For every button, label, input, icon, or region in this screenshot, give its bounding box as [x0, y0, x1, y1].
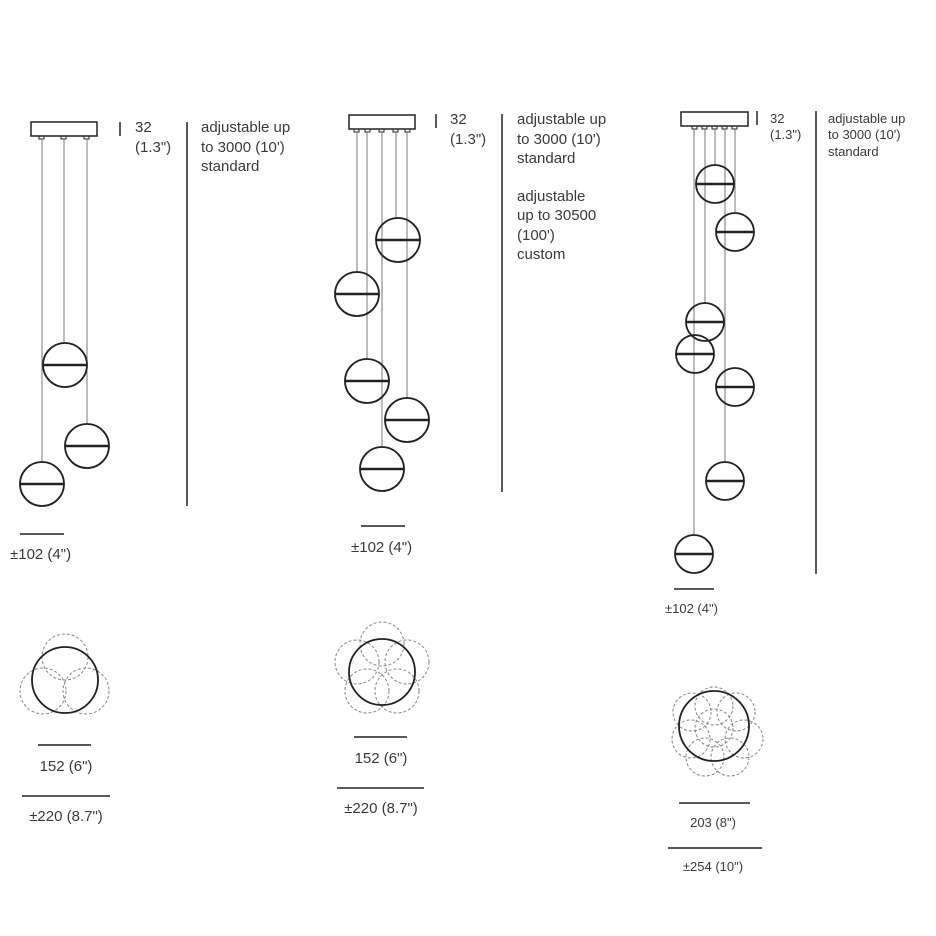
globe-pendant: [705, 461, 745, 501]
sphere-diameter-label: ±102 (4"): [10, 546, 72, 563]
canopy: [680, 111, 749, 127]
panel-1-plan: [19, 633, 110, 797]
panel-3-plan: [668, 686, 764, 849]
panel-2-elevation: [334, 114, 503, 527]
custom-text-line: (100'): [517, 227, 555, 244]
overall-diameter-label: ±220 (8.7"): [29, 808, 103, 825]
globe-pendant: [19, 461, 65, 507]
drop-text-line: to 3000 (10'): [201, 139, 285, 156]
globe-pendant: [715, 212, 755, 252]
suspension-cables: [693, 129, 736, 535]
custom-text-line: adjustable: [517, 188, 586, 205]
globe-pendant: [674, 534, 714, 574]
globe-pendant: [685, 302, 725, 342]
canopy: [348, 114, 416, 130]
canopy: [30, 121, 98, 137]
canopy-diameter-label: 203 (8"): [690, 815, 736, 830]
drop-text-line: adjustable up: [828, 111, 906, 126]
globe-pendant: [384, 397, 430, 443]
panel-3-elevation: [674, 111, 817, 590]
suspension-cables: [41, 139, 88, 462]
drop-text-line: standard: [517, 150, 576, 167]
globe-pendant: [334, 271, 380, 317]
globe-pendant: [359, 446, 405, 492]
sphere-diameter-label: ±102 (4"): [351, 539, 413, 556]
canopy-height-mm: 32: [770, 111, 785, 126]
suspension-cables: [356, 132, 408, 447]
canopy-height-in: (1.3"): [770, 127, 802, 142]
panel-2-plan: [334, 621, 430, 789]
canopy-height-in: (1.3"): [450, 131, 487, 148]
canopy-plan: [348, 638, 416, 706]
drop-text-line: adjustable up: [201, 119, 291, 136]
globe-pendant: [42, 342, 88, 388]
globe-pendant: [715, 367, 755, 407]
custom-text-line: up to 30500: [517, 207, 597, 224]
overall-diameter-label: ±254 (10"): [682, 859, 744, 874]
canopy-diameter-label: 152 (6"): [354, 750, 408, 767]
canopy-plan: [31, 646, 99, 714]
canopy-height-in: (1.3"): [135, 139, 172, 156]
globe-pendant: [344, 358, 390, 404]
custom-text-line: custom: [517, 246, 566, 263]
panel-1-elevation: [19, 121, 188, 535]
canopy-height-mm: 32: [450, 111, 467, 128]
sphere-diameter-label: ±102 (4"): [665, 601, 718, 616]
canopy-height-mm: 32: [135, 119, 152, 136]
drop-text-line: standard: [828, 144, 879, 159]
globe-pendant: [375, 217, 421, 263]
drop-text-line: to 3000 (10'): [828, 127, 901, 142]
drop-text-line: adjustable up: [517, 111, 607, 128]
canopy-diameter-label: 152 (6"): [39, 758, 93, 775]
globe-pendant: [695, 164, 735, 204]
globe-pendant: [675, 334, 715, 374]
canopy-plan: [678, 690, 750, 762]
drop-text-line: standard: [201, 158, 260, 175]
drop-text-line: to 3000 (10'): [517, 131, 601, 148]
globe-pendant: [64, 423, 110, 469]
overall-diameter-label: ±220 (8.7"): [344, 800, 418, 817]
